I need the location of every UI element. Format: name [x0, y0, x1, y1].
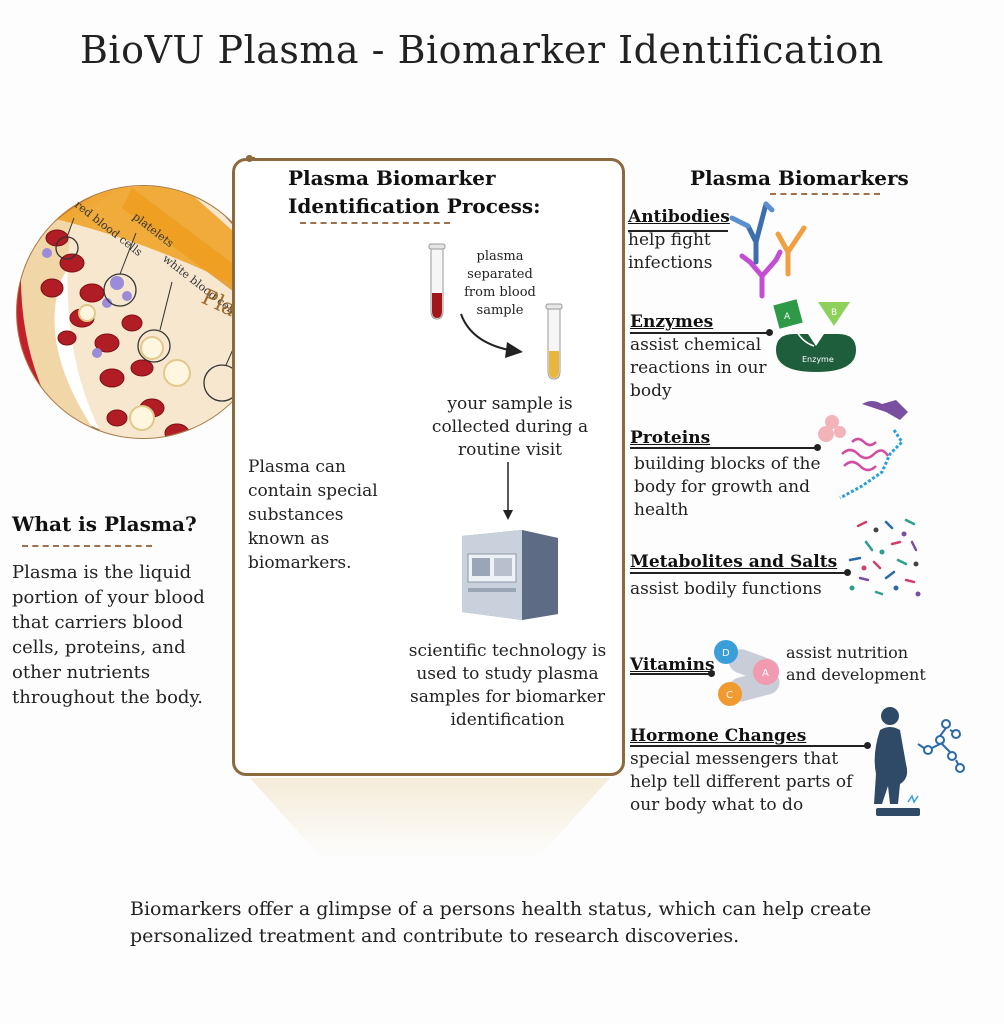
- down-arrow-icon: [503, 462, 513, 520]
- process-heading: Plasma Biomarker Identification Process:: [288, 166, 541, 218]
- what-is-plasma-heading: What is Plasma?: [12, 512, 197, 536]
- vitamin-c-label: C: [726, 690, 733, 701]
- curved-arrow-icon: [460, 313, 523, 358]
- enzyme-substrate-a-label: A: [784, 312, 791, 322]
- biomarker-proteins-name: Proteins: [630, 428, 711, 448]
- biomarker-proteins-desc: building blocks of the body for growth a…: [634, 454, 821, 520]
- vitamin-a-label: A: [762, 668, 769, 679]
- biomarker-hormones-line: [630, 745, 868, 747]
- biomarker-antibodies-desc: help fight infections: [628, 230, 713, 273]
- biomarker-proteins-dot: [814, 444, 821, 451]
- vitamins-icon: D A C: [714, 640, 780, 706]
- what-is-plasma-text: Plasma is the liquid portion of your blo…: [12, 562, 205, 708]
- card-bullet: [246, 155, 253, 162]
- what-is-plasma-divider: [22, 545, 152, 547]
- biomarker-metabolites-dot: [844, 569, 851, 576]
- footer-text: Biomarkers offer a glimpse of a persons …: [130, 898, 872, 947]
- hormone-person-icon: [874, 707, 965, 816]
- biomarker-metabolites-name: Metabolites and Salts: [630, 552, 838, 572]
- metabolites-icon: [848, 518, 921, 597]
- plasma-small-tube-icon: [545, 303, 563, 380]
- biomarker-vitamins-dot: [708, 670, 715, 677]
- biomarker-metabolites-desc: assist bodily functions: [630, 579, 822, 599]
- process-divider: [300, 222, 450, 224]
- biomarker-vitamins-line: [630, 673, 712, 675]
- blood-vessel-magnifier: red blood cells platelets white blood ce…: [16, 185, 281, 439]
- blood-tube-icon: [428, 243, 446, 320]
- antibody-icon: [729, 201, 807, 299]
- card-shadow: [250, 778, 610, 858]
- biomarker-antibodies-line: [628, 230, 728, 232]
- biomarker-enzymes-dot: [766, 329, 773, 336]
- page-title: BioVU Plasma - Biomarker Identification: [80, 28, 884, 72]
- process-step-2: your sample is collected during a routin…: [431, 394, 589, 460]
- biomarker-hormones-dot: [864, 742, 871, 749]
- biomarker-hormones-desc: special messengers that help tell differ…: [630, 749, 853, 815]
- lab-machine-icon: [462, 530, 558, 620]
- protein-icon: [818, 400, 908, 500]
- biomarker-vitamins-desc: assist nutrition and development: [786, 643, 926, 684]
- biomarker-hormones-name: Hormone Changes: [630, 726, 807, 746]
- biomarker-vitamins-name: Vitamins: [630, 655, 715, 675]
- biomarkers-divider: [770, 193, 880, 195]
- biomarkers-heading: Plasma Biomarkers: [690, 166, 909, 190]
- enzyme-icon: A B Enzyme: [773, 299, 856, 372]
- vitamin-d-label: D: [722, 648, 730, 659]
- biomarker-antibodies-name: Antibodies: [628, 207, 730, 227]
- biomarker-metabolites-line: [630, 572, 848, 574]
- plasma-note: Plasma can contain special substances kn…: [248, 457, 378, 573]
- biomarker-enzymes-name: Enzymes: [630, 312, 714, 332]
- enzyme-label: Enzyme: [802, 355, 834, 364]
- process-step-3: scientific technology is used to study p…: [408, 641, 607, 730]
- process-step-1: plasma separated from blood sample: [464, 249, 536, 318]
- biomarker-proteins-line: [630, 447, 818, 449]
- biomarker-enzymes-desc: assist chemical reactions in our body: [630, 335, 767, 401]
- process-card: [232, 158, 625, 776]
- biomarker-enzymes-line: [630, 332, 770, 334]
- enzyme-substrate-b-label: B: [831, 308, 837, 318]
